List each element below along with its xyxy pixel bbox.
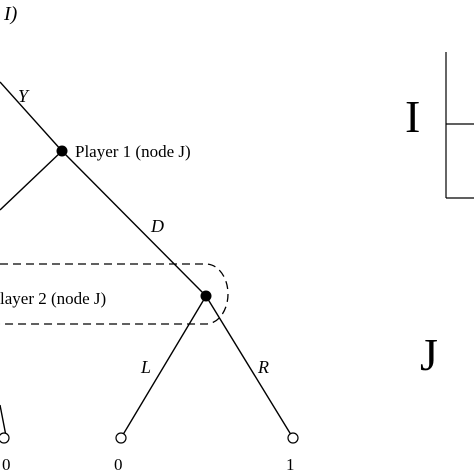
edge-l [120, 295, 207, 439]
edge-r [205, 295, 294, 439]
edge-far-left [0, 404, 7, 437]
payoff-label: 1 [286, 455, 295, 474]
edge-d [61, 150, 207, 297]
edge-label-l: L [140, 357, 151, 377]
edge-left-branch [0, 150, 63, 211]
edge-y [0, 81, 63, 152]
payoff-label: 0 [2, 455, 11, 474]
terminal-node [287, 432, 299, 444]
edge-label-y: Y [18, 86, 30, 106]
top-label: I) [3, 3, 18, 25]
player1-node [56, 145, 68, 157]
edge-label-d: D [150, 216, 164, 236]
payoff-label: 0 [114, 455, 123, 474]
table-label-j: J [420, 329, 438, 380]
edge-label-r: R [257, 357, 269, 377]
player1-label: Player 1 (node J) [75, 142, 191, 161]
information-set [0, 263, 229, 325]
player2-label: layer 2 (node J) [0, 289, 106, 308]
player2-node [200, 290, 212, 302]
terminal-node [0, 432, 10, 444]
terminal-node [115, 432, 127, 444]
table-label-i: I [405, 91, 420, 142]
